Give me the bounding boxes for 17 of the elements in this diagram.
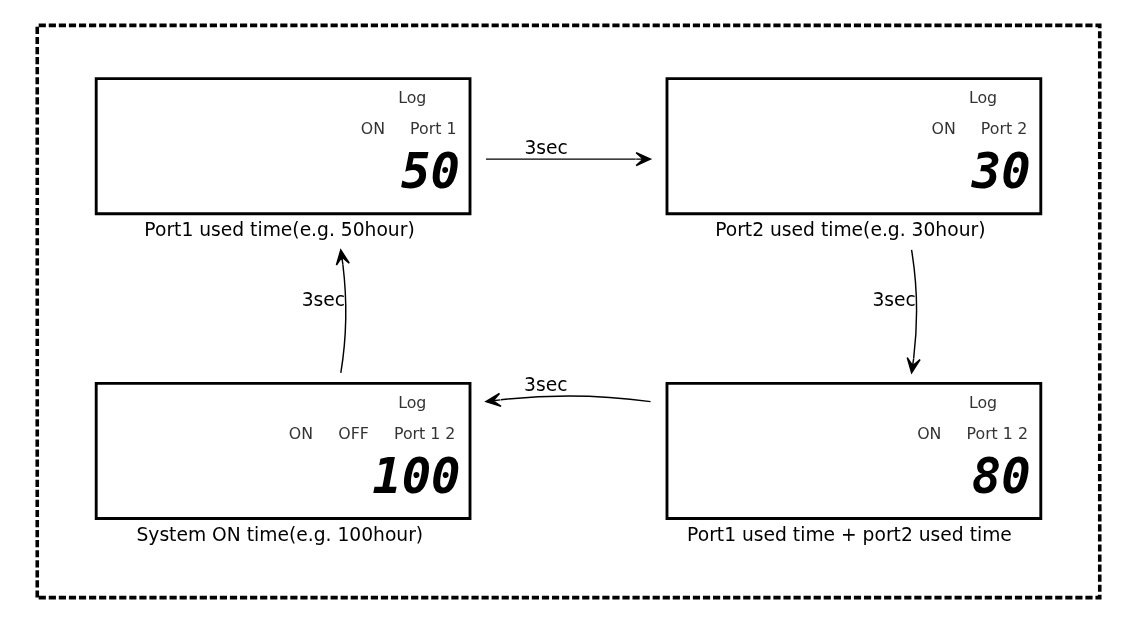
arrow	[906, 249, 921, 374]
node-label: System ON time(e.g. 100hour)	[135, 523, 423, 545]
node-label: Port1 used time(e.g. 50hour)	[143, 218, 415, 240]
cluster	[34, 23, 1102, 600]
node-label: Port1 used time + port2 used time	[686, 523, 1012, 545]
node-box: Log ON Port 1 50	[94, 77, 471, 216]
edge-label: 3sec	[523, 373, 567, 395]
edge-label: 3sec	[524, 136, 568, 158]
node-box: Log ON OFF Port 1 2 100	[94, 381, 471, 520]
node-box: Log ON Port 1 2 80	[665, 381, 1042, 520]
edge-label: 3sec	[871, 289, 916, 311]
node-box: Log ON Port 2 30	[665, 77, 1042, 216]
node-label: Port2 used time(e.g. 30hour)	[714, 218, 985, 240]
arrow	[484, 392, 651, 407]
arrow	[484, 151, 651, 167]
arrow	[335, 249, 350, 374]
edge-label: 3sec	[301, 289, 345, 311]
